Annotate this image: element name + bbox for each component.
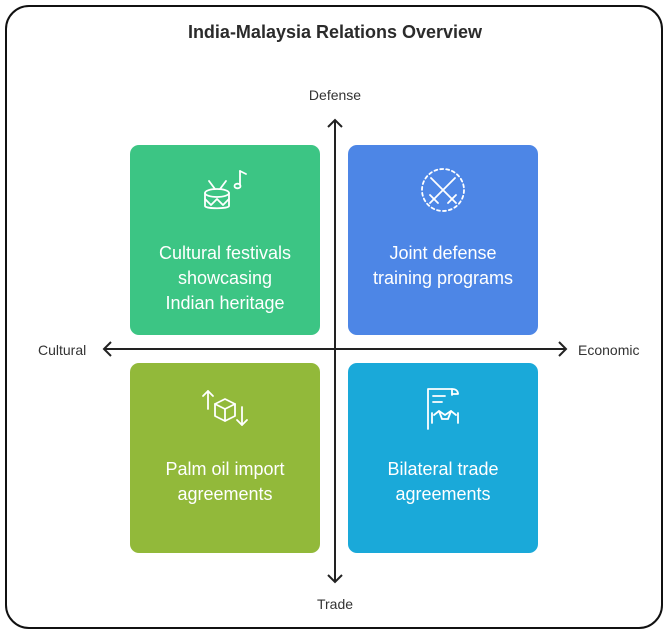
- axis-label-trade: Trade: [316, 596, 354, 612]
- crossed-swords-icon: [421, 168, 465, 212]
- arrow-right-icon: [558, 341, 568, 357]
- axis-label-defense: Defense: [308, 87, 362, 103]
- arrow-up-icon: [327, 118, 343, 128]
- quadrant-text: Bilateral trade agreements: [356, 457, 530, 507]
- quadrant-line: Bilateral trade: [387, 459, 499, 479]
- arrow-down-icon: [327, 574, 343, 584]
- quadrant-cultural-festivals: Cultural festivals showcasing Indian her…: [130, 145, 320, 335]
- quadrant-text: Cultural festivals showcasing Indian her…: [138, 241, 312, 316]
- quadrant-line: training programs: [372, 268, 514, 288]
- quadrant-line: Indian heritage: [165, 293, 285, 313]
- quadrant-bilateral-trade: Bilateral trade agreements: [348, 363, 538, 553]
- quadrant-joint-defense: Joint defense training programs: [348, 145, 538, 335]
- quadrant-line: agreements: [395, 484, 491, 504]
- drum-music-note-icon: [204, 170, 247, 210]
- axis-label-cultural: Cultural: [38, 342, 87, 358]
- axis-label-economic: Economic: [578, 342, 640, 358]
- quadrant-line: Joint defense: [389, 243, 497, 263]
- contract-handshake-icon: [427, 388, 459, 430]
- quadrant-text: Joint defense training programs: [356, 241, 530, 291]
- diagram-title: India-Malaysia Relations Overview: [187, 22, 483, 42]
- quadrant-line: showcasing: [177, 268, 273, 288]
- quadrant-line: Cultural festivals: [158, 243, 292, 263]
- quadrant-line: Palm oil import: [165, 459, 285, 479]
- quadrant-palm-oil: Palm oil import agreements: [130, 363, 320, 553]
- quadrant-text: Palm oil import agreements: [138, 457, 312, 507]
- arrow-left-icon: [102, 341, 112, 357]
- quadrant-line: agreements: [177, 484, 273, 504]
- import-export-box-icon: [202, 390, 248, 426]
